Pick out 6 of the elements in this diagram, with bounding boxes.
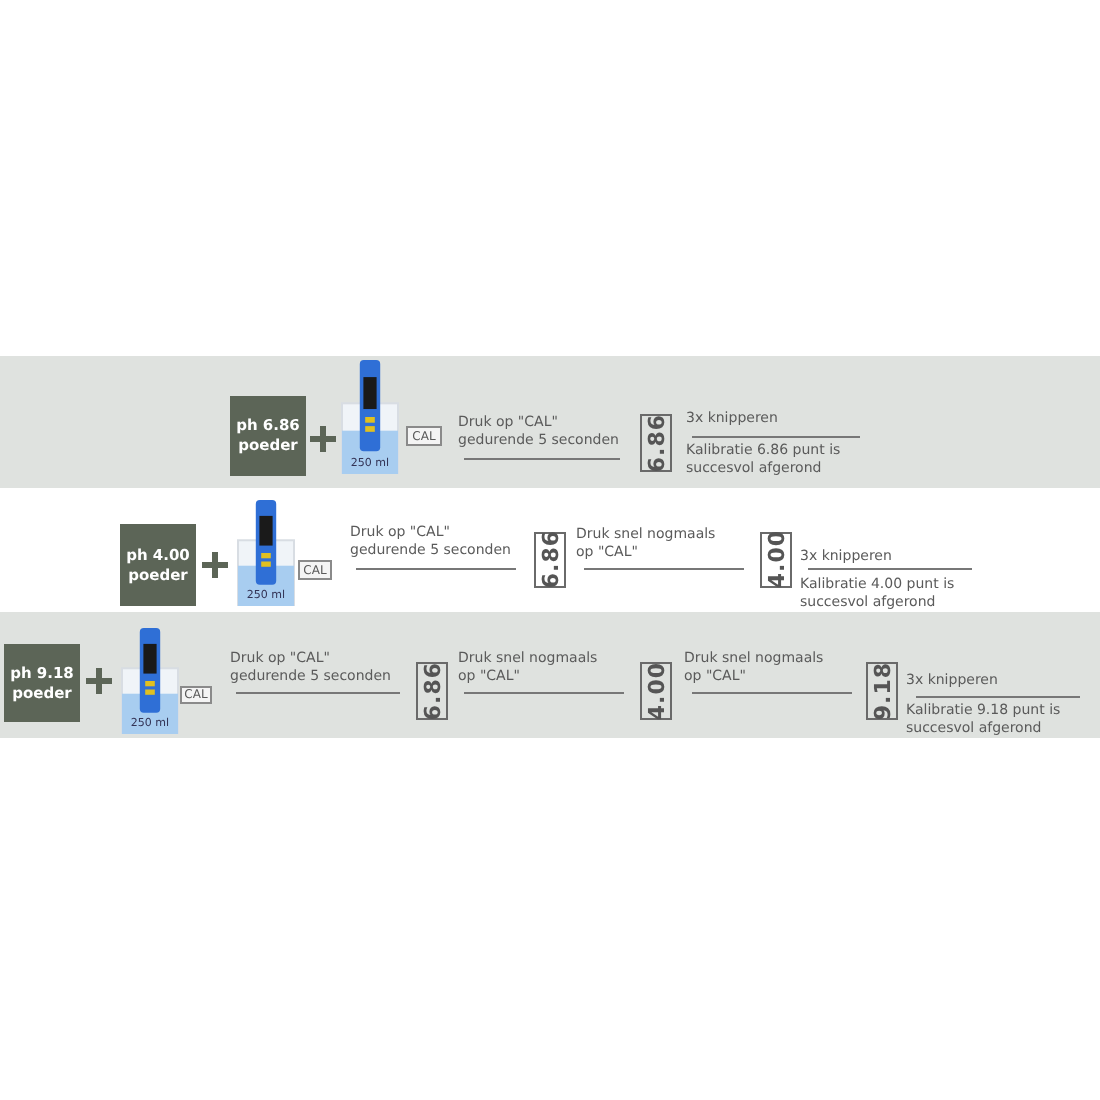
display-reading: 6.86 — [640, 414, 672, 472]
display-reading: 4.00 — [640, 662, 672, 720]
display-reading: 9.18 — [866, 662, 898, 720]
display-reading: 4.00 — [760, 532, 792, 588]
display-reading: 6.86 — [416, 662, 448, 720]
display-reading: 6.86 — [534, 532, 566, 588]
